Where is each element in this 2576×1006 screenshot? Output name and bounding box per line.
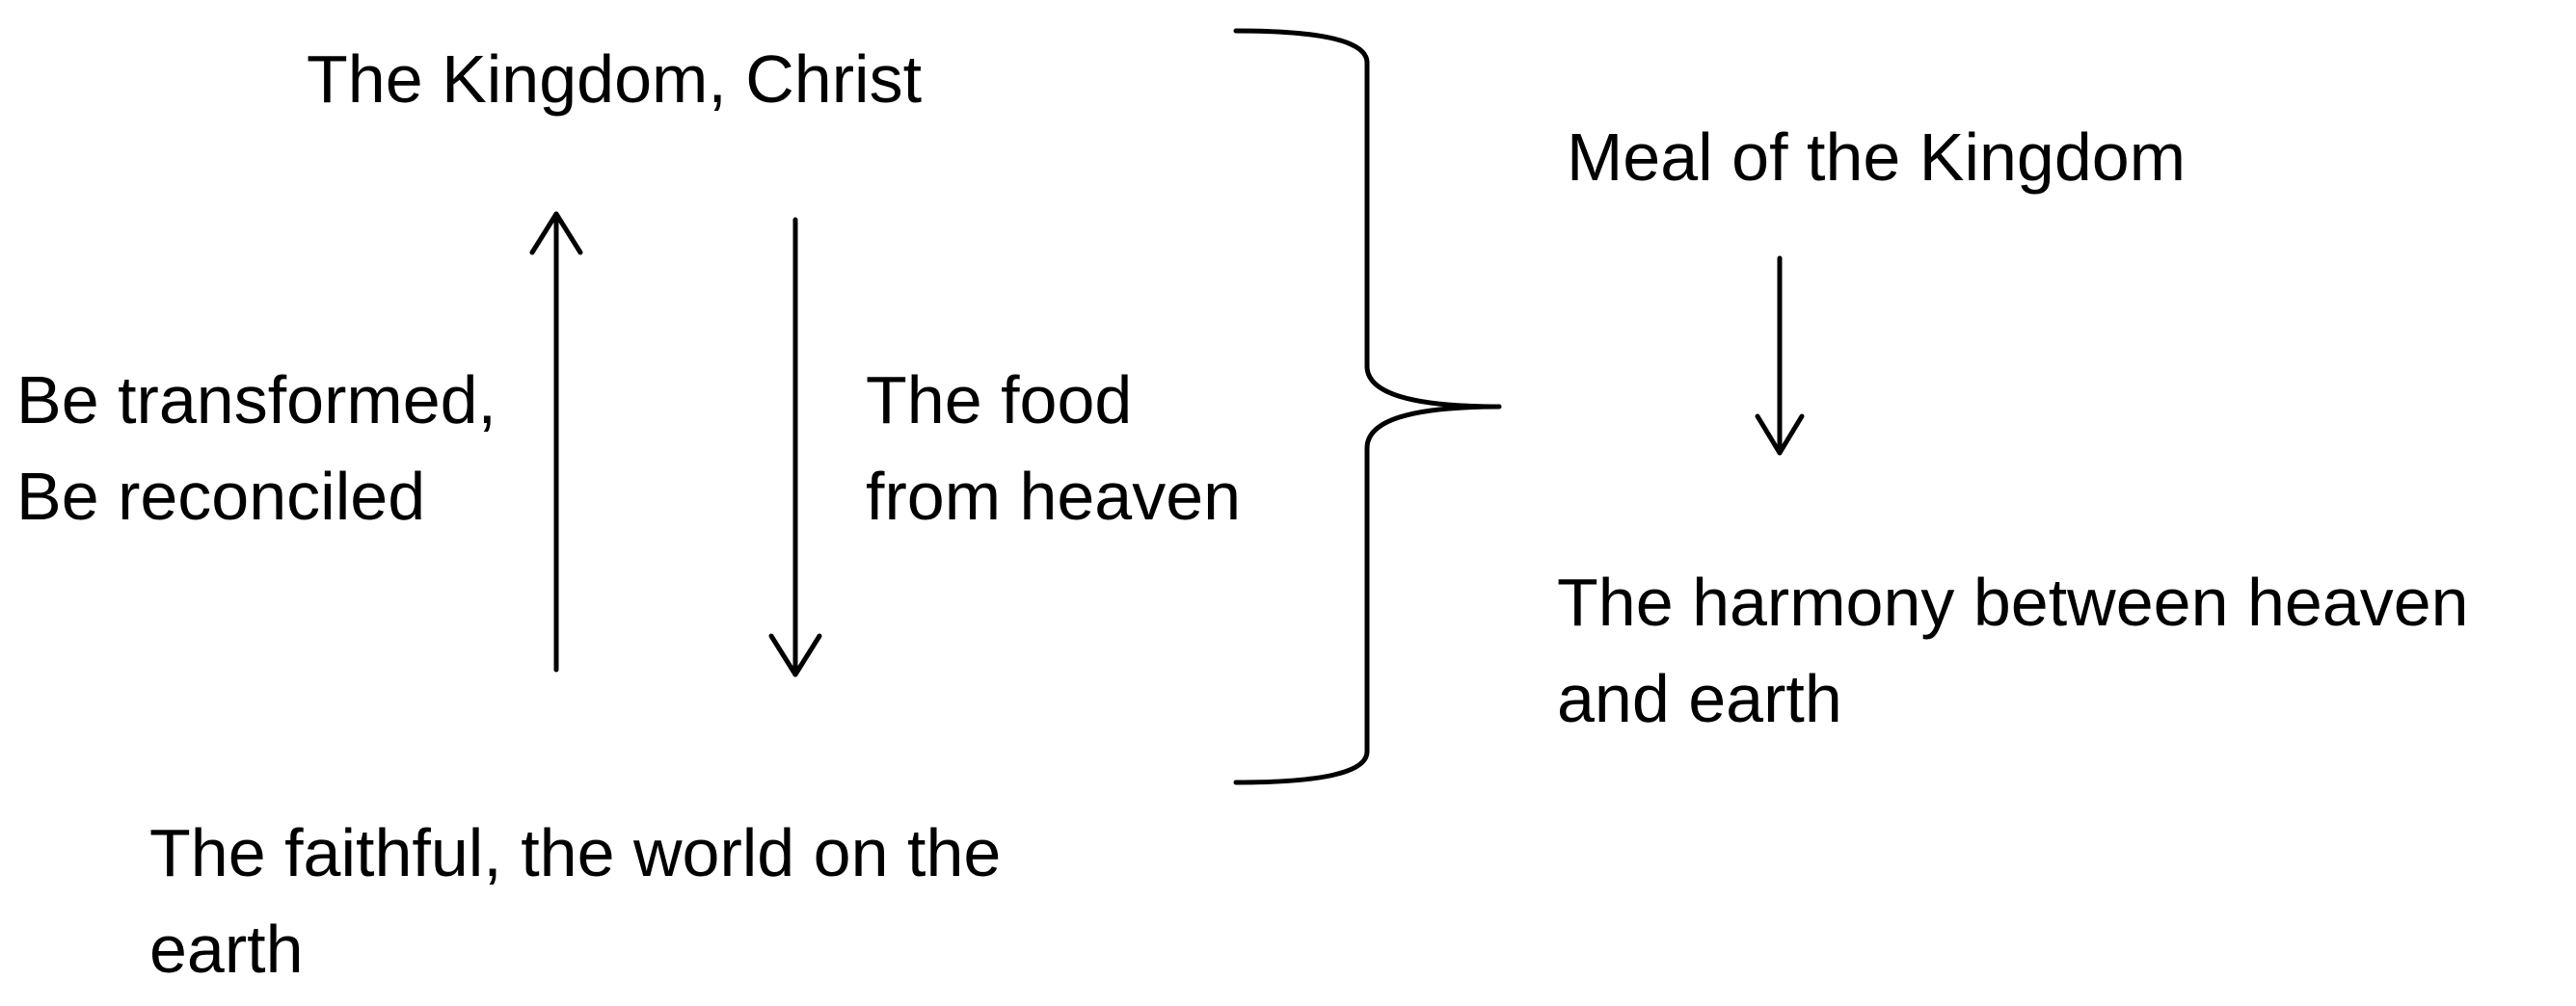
reconciled-line: Be reconciled <box>16 459 426 534</box>
faithful-line: The faithful, the world on the <box>149 815 1002 890</box>
harmony-label: The harmony between heaven and earth <box>1557 554 2469 747</box>
curly-brace <box>1233 28 1502 785</box>
transformed-reconciled-label: Be transformed, Be reconciled <box>16 352 496 544</box>
down-arrow <box>768 217 822 677</box>
up-arrow <box>529 211 583 673</box>
earth-line: earth <box>149 912 304 987</box>
food-line: The food <box>866 362 1133 437</box>
kingdom-christ-label: The Kingdom, Christ <box>307 41 923 117</box>
from-heaven-line: from heaven <box>866 459 1242 534</box>
food-from-heaven-label: The food from heaven <box>866 352 1241 544</box>
transformed-line: Be transformed, <box>16 362 496 437</box>
harmony-line: The harmony between heaven <box>1557 565 2469 640</box>
meal-of-kingdom-label: Meal of the Kingdom <box>1567 119 2187 195</box>
and-earth-line: and earth <box>1557 661 1842 736</box>
right-down-arrow <box>1755 255 1805 456</box>
faithful-world-label: The faithful, the world on the earth <box>149 805 1001 997</box>
